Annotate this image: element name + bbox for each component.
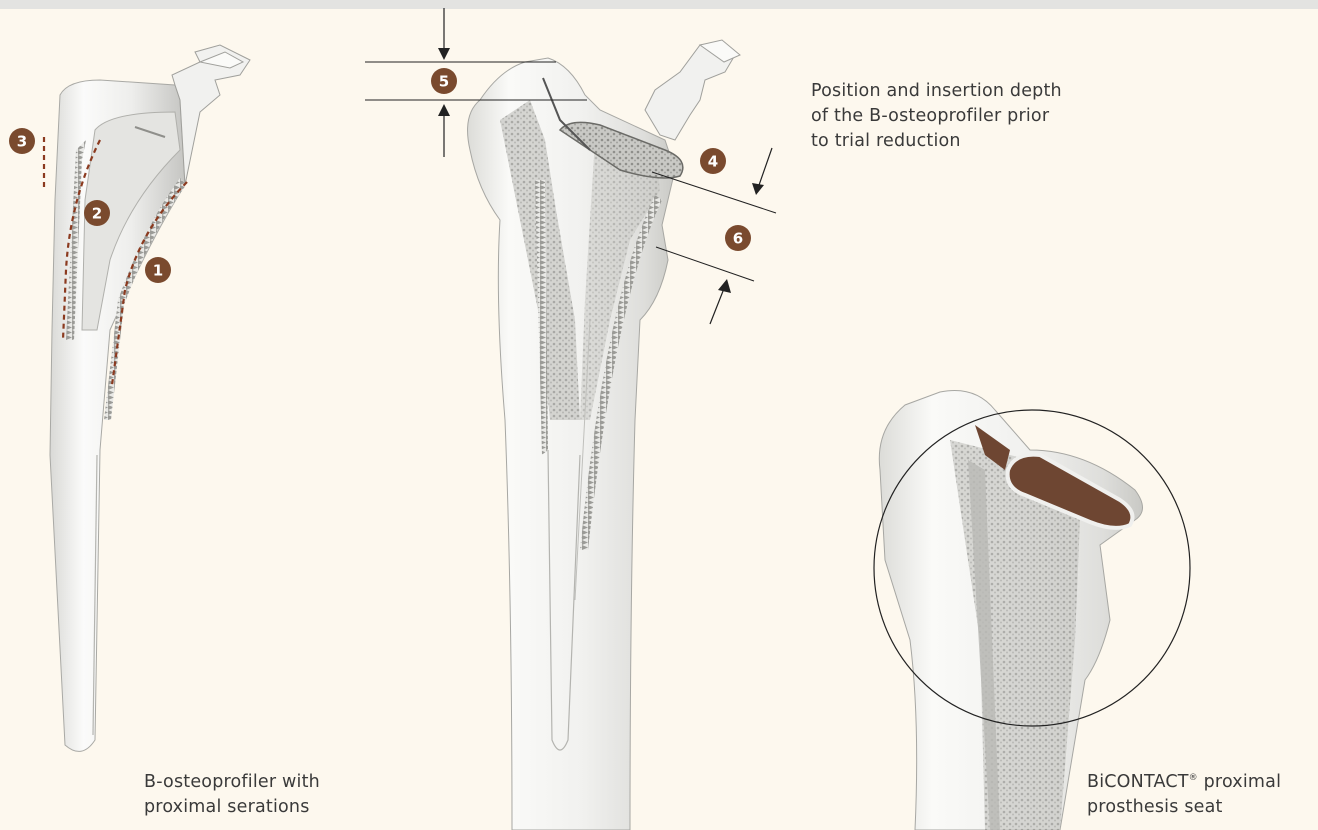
prosthesis-seat bbox=[874, 390, 1190, 830]
marker-5-label: 5 bbox=[439, 73, 449, 91]
marker-4-label: 4 bbox=[708, 153, 718, 171]
caption-left: B-osteoprofiler with proximal serations bbox=[144, 770, 320, 820]
brand-name: BiCONTACT bbox=[1087, 772, 1189, 792]
femur-with-osteoprofiler bbox=[468, 40, 740, 830]
caption-left-line-1: B-osteoprofiler with bbox=[144, 770, 320, 795]
down-arrow-icon bbox=[752, 183, 764, 195]
caption-left-line-2: proximal serations bbox=[144, 795, 320, 820]
marker-2-label: 2 bbox=[92, 205, 102, 223]
up-arrow-icon bbox=[718, 279, 731, 293]
osteoprofiler bbox=[44, 45, 250, 751]
caption-center: Position and insertion depth of the B-os… bbox=[811, 79, 1062, 154]
caption-right-line-2: prosthesis seat bbox=[1087, 795, 1281, 820]
marker-3-label: 3 bbox=[17, 133, 27, 151]
marker-6-label: 6 bbox=[733, 230, 743, 248]
marker-3: 3 bbox=[9, 128, 35, 154]
caption-center-line-3: to trial reduction bbox=[811, 129, 1062, 154]
marker-1: 1 bbox=[145, 257, 171, 283]
caption-right-line-1-rest: proximal bbox=[1198, 772, 1281, 792]
caption-right-line-1: BiCONTACT® proximal bbox=[1087, 770, 1281, 795]
registered-mark: ® bbox=[1189, 773, 1198, 783]
marker-1-label: 1 bbox=[153, 262, 163, 280]
caption-center-line-1: Position and insertion depth bbox=[811, 79, 1062, 104]
caption-center-line-2: of the B-osteoprofiler prior bbox=[811, 104, 1062, 129]
down-arrow-icon bbox=[438, 48, 450, 60]
caption-right: BiCONTACT® proximal prosthesis seat bbox=[1087, 770, 1281, 820]
marker-2: 2 bbox=[84, 200, 110, 226]
osteoprofiler-neck bbox=[172, 45, 250, 185]
up-arrow-icon bbox=[438, 104, 450, 116]
